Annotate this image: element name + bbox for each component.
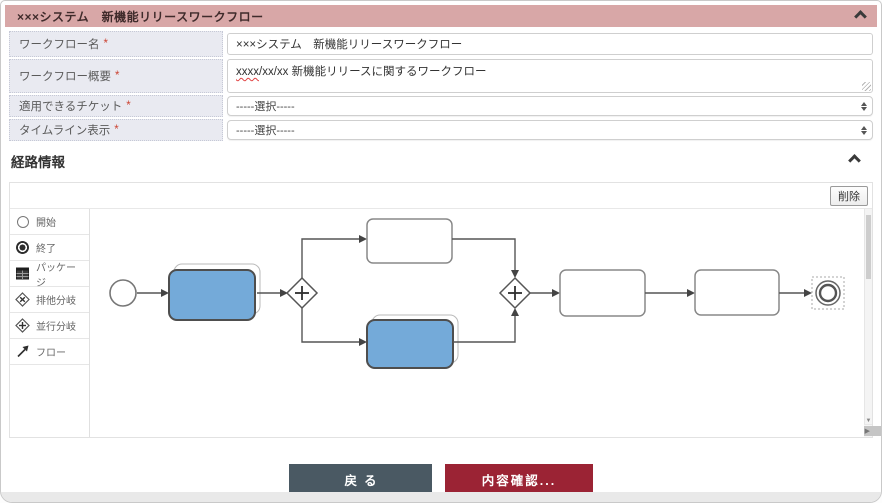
scroll-down-arrow-icon[interactable]: ▼ [865, 418, 872, 424]
horizontal-scrollbar-thumb[interactable] [864, 426, 881, 436]
start-event[interactable] [109, 279, 137, 307]
resize-grip-icon[interactable] [862, 82, 871, 91]
task-3[interactable] [559, 269, 646, 317]
workflow-name-input[interactable] [227, 33, 873, 55]
page-title: ×××システム 新機能リリースワークフロー [17, 9, 264, 24]
palette-item-package[interactable]: パッケージ [10, 261, 89, 289]
editor-toolbar: 削除 [10, 183, 872, 209]
selection-outline [811, 276, 845, 310]
workflow-form: ワークフロー名 * ワークフロー概要 * xxxx/xx/xx 新機能リリースに… [9, 31, 873, 141]
back-button[interactable]: 戻る [289, 464, 432, 494]
select-stepper-icon [861, 125, 867, 135]
scroll-right-arrow-icon[interactable]: ▶ [864, 428, 870, 435]
start-event-icon [15, 214, 30, 229]
delete-button[interactable]: 削除 [830, 186, 868, 206]
shape-palette: 開始 終了 パッケージ 排他分岐 [10, 209, 90, 437]
task-selected-1[interactable] [168, 269, 256, 321]
bottom-strip [1, 492, 881, 502]
chevron-up-icon[interactable] [854, 9, 867, 23]
flow-connector[interactable] [452, 238, 516, 272]
applicable-ticket-label: 適用できるチケット * [9, 95, 223, 117]
vertical-scrollbar[interactable]: ▼ [864, 209, 872, 424]
required-mark: * [126, 100, 131, 112]
vertical-scrollbar-thumb[interactable] [866, 215, 871, 279]
task-selected-2[interactable] [366, 319, 454, 369]
diagram-canvas[interactable] [90, 209, 864, 424]
page-header[interactable]: ×××システム 新機能リリースワークフロー [5, 5, 877, 27]
route-info-title: 経路情報 [11, 155, 65, 170]
workflow-name-label: ワークフロー名 * [9, 31, 223, 57]
route-editor-panel: 削除 開始 終了 パッケージ 排他分岐 [9, 182, 881, 438]
applicable-ticket-select[interactable]: -----選択----- [227, 96, 873, 116]
exclusive-gateway-icon [15, 292, 30, 307]
workflow-summary-textarea[interactable]: xxxx/xx/xx 新機能リリースに関するワークフロー [227, 59, 873, 93]
flow-connector[interactable] [301, 308, 361, 343]
horizontal-scrollbar[interactable]: ▶ [864, 424, 881, 437]
palette-item-exclusive-gateway[interactable]: 排他分岐 [10, 287, 89, 313]
timeline-display-label: タイムライン表示 * [9, 119, 223, 141]
flow-connector[interactable] [301, 238, 361, 278]
package-icon [15, 266, 30, 281]
workflow-summary-label: ワークフロー概要 * [9, 59, 223, 93]
spellcheck-underline: xxxx [236, 66, 259, 78]
task-4[interactable] [694, 269, 780, 316]
palette-item-flow[interactable]: フロー [10, 339, 89, 365]
footer-actions: 戻る 内容確認... [1, 464, 881, 494]
flow-connector[interactable] [453, 314, 516, 343]
chevron-up-icon[interactable] [848, 154, 861, 167]
required-mark: * [114, 124, 119, 136]
flow-icon [15, 344, 30, 359]
palette-item-end[interactable]: 終了 [10, 235, 89, 261]
task-top[interactable] [366, 218, 453, 264]
palette-item-parallel-gateway[interactable]: 並行分岐 [10, 313, 89, 339]
required-mark: * [115, 70, 120, 82]
bpmn-diagram [109, 218, 845, 369]
parallel-gateway-icon [15, 318, 30, 333]
palette-item-start[interactable]: 開始 [10, 209, 89, 235]
end-event-icon [15, 240, 30, 255]
required-mark: * [103, 38, 108, 50]
select-stepper-icon [861, 101, 867, 111]
timeline-display-select[interactable]: -----選択----- [227, 120, 873, 140]
confirm-button[interactable]: 内容確認... [445, 464, 593, 494]
